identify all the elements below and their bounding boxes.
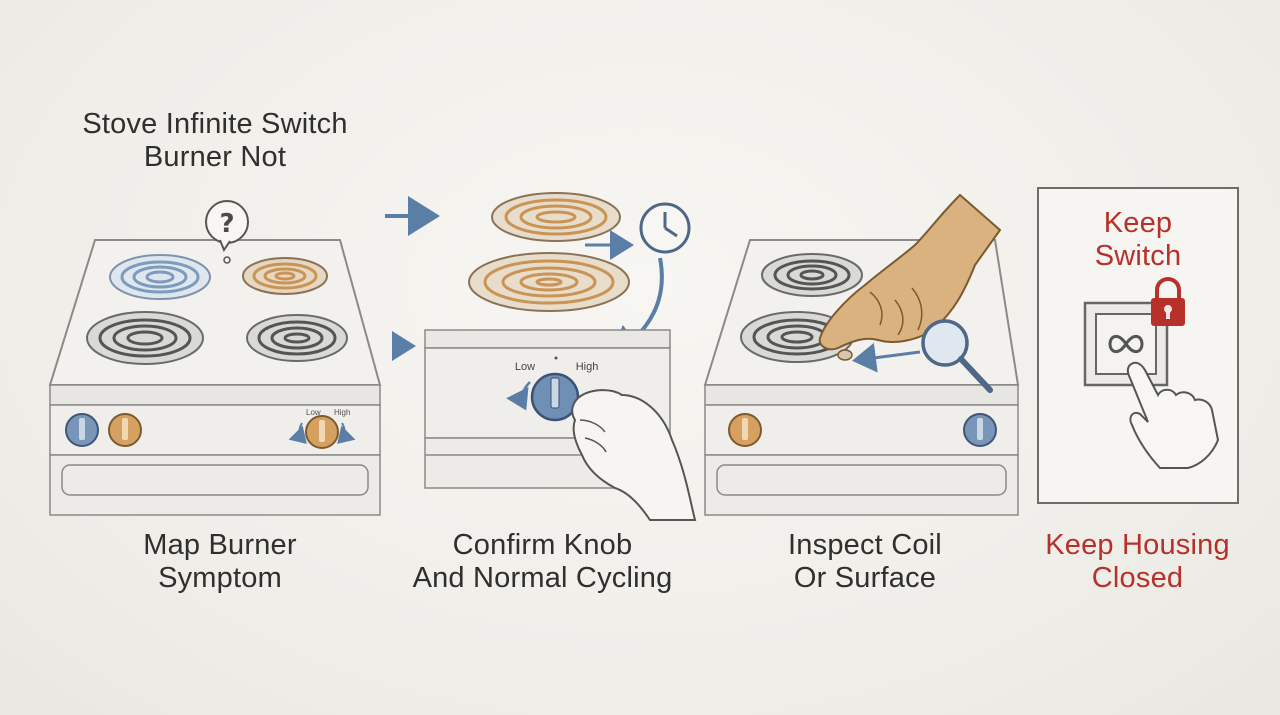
- step-2-line-1: Confirm Knob: [452, 529, 633, 561]
- infinity-icon: [1108, 335, 1144, 353]
- step-4-line-2: Closed: [1091, 562, 1184, 594]
- step-2-caption: Confirm Knob And Normal Cycling: [400, 529, 685, 595]
- knob-low-label: Low: [515, 361, 535, 373]
- step-1-caption: Map Burner Symptom: [90, 529, 350, 595]
- step-2-line-2: And Normal Cycling: [412, 562, 673, 594]
- clock-icon: [639, 202, 691, 254]
- panel-title-line-2: Switch: [1094, 240, 1182, 272]
- magnifier-icon: [921, 319, 993, 393]
- stove-3: [703, 193, 1020, 516]
- stove-1: Low High ?: [48, 200, 382, 516]
- step-4-line-1: Keep Housing: [1045, 529, 1230, 561]
- hand-icon: [571, 389, 697, 521]
- knob-blue-1: [65, 413, 99, 447]
- stove-2: Low High: [424, 192, 697, 521]
- step-3-line-1: Inspect Coil: [788, 529, 942, 561]
- knob-blue-3: [963, 413, 997, 447]
- page-title: Stove Infinite Switch Burner Not: [60, 108, 370, 174]
- step-1-line-2: Symptom: [158, 562, 282, 594]
- knob-main: Low High: [506, 356, 599, 422]
- question-mark: ?: [219, 209, 234, 239]
- small-high-label: High: [334, 408, 350, 417]
- step-1-line-1: Map Burner: [143, 529, 297, 561]
- arrow-left-icon: [852, 342, 921, 373]
- step-3-line-2: Or Surface: [793, 562, 937, 594]
- step-4-caption: Keep Housing Closed: [1025, 529, 1250, 595]
- knob-orange-1: [108, 413, 142, 447]
- page-title-line-1: Stove Infinite Switch: [82, 108, 348, 140]
- page-title-line-2: Burner Not: [143, 141, 287, 173]
- padlock-icon: [1151, 277, 1185, 326]
- small-low-label: Low: [306, 408, 321, 417]
- keep-switch-panel: [1037, 187, 1239, 504]
- pointing-hand-icon: [1126, 361, 1220, 469]
- knob-orange-3: [728, 413, 762, 447]
- burner-front-left: [86, 311, 204, 365]
- knob-high-label: High: [576, 361, 599, 373]
- burner-back-right: [242, 257, 328, 295]
- burner-back-left: [109, 254, 211, 300]
- burner-large-orange: [468, 252, 630, 312]
- knob-orange-2: Low High: [288, 408, 356, 449]
- panel-title-line-1: Keep: [1103, 207, 1173, 239]
- burner-3-back-left: [761, 253, 863, 297]
- step-3-caption: Inspect Coil Or Surface: [735, 529, 995, 595]
- panel-title: Keep Switch: [1040, 207, 1236, 273]
- burner-front-right: [246, 314, 348, 362]
- burner-small-orange: [491, 192, 621, 242]
- question-bubble-icon: ?: [205, 200, 249, 264]
